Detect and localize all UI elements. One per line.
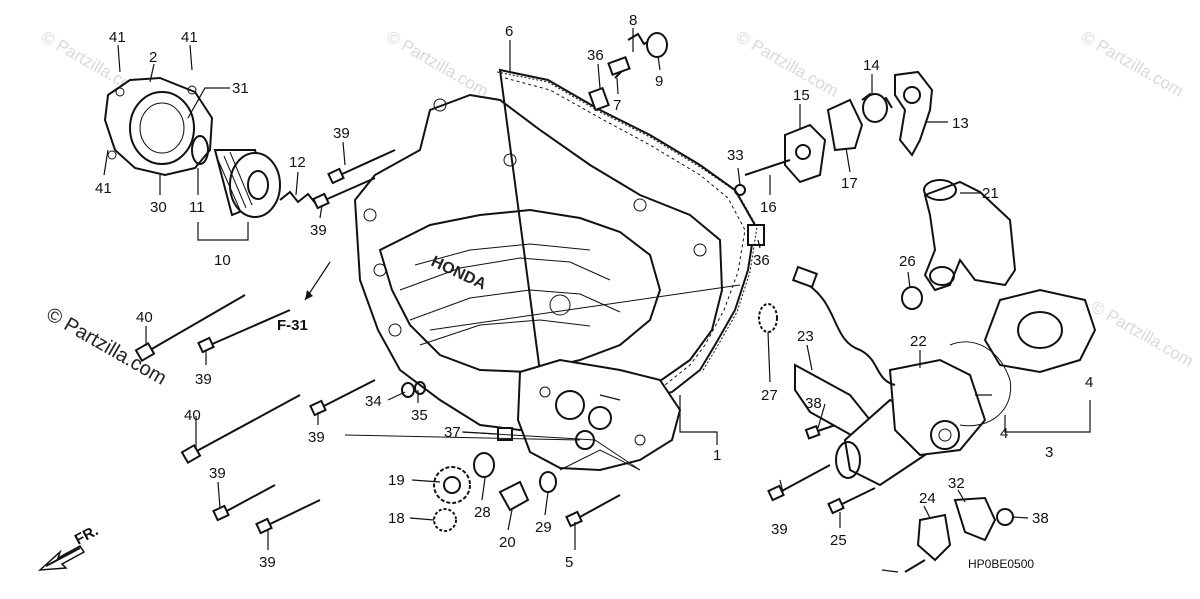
callout-38: 38 bbox=[805, 395, 822, 412]
bolt-set bbox=[134, 149, 876, 535]
callout-21: 21 bbox=[982, 185, 999, 202]
callout-4: 4 bbox=[1000, 425, 1008, 442]
callout-37: 37 bbox=[444, 424, 461, 441]
callout-39: 39 bbox=[310, 222, 327, 239]
callout-13: 13 bbox=[952, 115, 969, 132]
watermark: © Partzilla.com bbox=[1088, 297, 1197, 371]
callout-12: 12 bbox=[289, 154, 306, 171]
callout-2: 2 bbox=[149, 49, 157, 66]
callout-16: 16 bbox=[760, 199, 777, 216]
callout-6: 6 bbox=[505, 23, 513, 40]
callout-39: 39 bbox=[333, 125, 350, 142]
front-direction-arrow bbox=[37, 545, 86, 571]
callout-27: 27 bbox=[761, 387, 778, 404]
sensor-assembly bbox=[904, 496, 1014, 573]
callout-34: 34 bbox=[365, 393, 382, 410]
callout-29: 29 bbox=[535, 519, 552, 536]
callout-26: 26 bbox=[899, 253, 916, 270]
callout-28: 28 bbox=[474, 504, 491, 521]
callout-14: 14 bbox=[863, 57, 880, 74]
cover-gasket bbox=[496, 71, 758, 373]
reference-label-f31: F-31 bbox=[277, 317, 308, 334]
callout-5: 24 bbox=[919, 490, 936, 507]
callout-33: 33 bbox=[727, 147, 744, 164]
callout-24: 32 bbox=[948, 475, 965, 492]
callout-22: 22 bbox=[910, 333, 927, 350]
callout-39: 39 bbox=[259, 554, 276, 571]
callout-39: 5 bbox=[565, 554, 573, 571]
callout-15: 15 bbox=[793, 87, 810, 104]
motor-cover-plate bbox=[949, 288, 1097, 427]
callout-4: 4 bbox=[1085, 374, 1093, 391]
callout-9: 9 bbox=[655, 73, 663, 90]
callout-11: 11 bbox=[189, 199, 205, 216]
callout-1: 1 bbox=[713, 447, 721, 464]
watermark: © Partzilla.com bbox=[733, 27, 842, 101]
reference-arrow bbox=[304, 261, 331, 301]
callout-35: 35 bbox=[411, 407, 428, 424]
control-motor bbox=[791, 265, 987, 487]
drawing-code: HP0BE0500 bbox=[968, 557, 1034, 571]
oil-filter bbox=[191, 135, 281, 218]
callout-10: 10 bbox=[214, 252, 231, 269]
callout-36: 36 bbox=[753, 252, 770, 269]
callout-30: 30 bbox=[150, 199, 167, 216]
oil-filter-cover bbox=[103, 76, 214, 177]
callout-38: 25 bbox=[830, 532, 847, 549]
watermark: © Partzilla.com bbox=[1078, 27, 1187, 101]
callout-7: 7 bbox=[613, 97, 621, 114]
callout-40: 40 bbox=[136, 309, 153, 326]
callout-20: 20 bbox=[499, 534, 516, 551]
leader-lines bbox=[103, 28, 1091, 573]
shift-mechanism bbox=[744, 70, 934, 184]
callout-40: 40 bbox=[184, 407, 201, 424]
callout-labels: 41 2 41 31 41 30 11 10 12 39 39 6 8 36 7… bbox=[95, 12, 1093, 571]
svg-text:HONDA: HONDA bbox=[428, 253, 489, 293]
callout-32: 38 bbox=[1032, 510, 1049, 527]
front-direction-label: FR. bbox=[72, 522, 101, 548]
callout-8: 8 bbox=[629, 12, 637, 29]
washer bbox=[901, 286, 923, 310]
callout-41: 41 bbox=[181, 29, 198, 46]
callout-41: 41 bbox=[109, 29, 126, 46]
callout-19: 19 bbox=[388, 472, 405, 489]
callout-31: 31 bbox=[232, 80, 249, 97]
callout-23: 23 bbox=[797, 328, 814, 345]
callout-18: 18 bbox=[388, 510, 405, 527]
callout-17: 17 bbox=[841, 175, 858, 192]
callout-39: 39 bbox=[209, 465, 226, 482]
callout-39: 39 bbox=[771, 521, 788, 538]
filter-spring bbox=[279, 190, 317, 205]
callout-36: 36 bbox=[587, 47, 604, 64]
shift-arm bbox=[923, 179, 1017, 292]
gear-set bbox=[401, 303, 778, 532]
callout-39: 39 bbox=[308, 429, 325, 446]
small-components bbox=[588, 32, 765, 246]
callout-41: 41 bbox=[95, 180, 112, 197]
watermark: © Partzilla.com bbox=[383, 27, 492, 101]
callout-39: 39 bbox=[195, 371, 212, 388]
callout-3: 3 bbox=[1045, 444, 1053, 461]
